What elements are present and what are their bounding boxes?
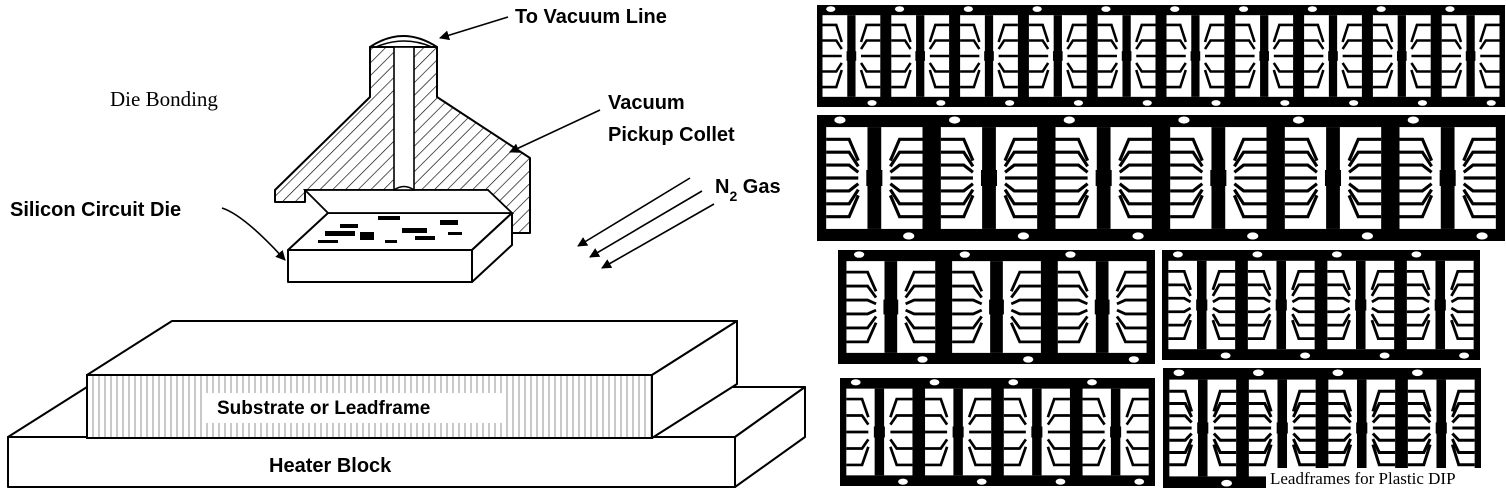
leadframe-unit (1055, 116, 1152, 240)
leadframe-strip (1162, 250, 1480, 360)
die-bonding-diagram: Die Bonding To Vacuum Line Vacuum Pickup… (7, 6, 806, 488)
leadframe-unit (846, 379, 913, 485)
diagram-title: Die Bonding (110, 87, 218, 111)
leadframe-unit (952, 251, 1041, 363)
leadframe-unit (1247, 251, 1315, 359)
vacuum-line-arrow (439, 16, 509, 41)
die-circuit-pattern (318, 216, 462, 243)
leadframe-unit (1168, 251, 1236, 359)
leadframe-strip (838, 250, 1155, 364)
leadframe-photo (817, 5, 1505, 490)
collet-label-line2: Pickup Collet (608, 124, 735, 146)
gas-flow-arrows (577, 177, 715, 269)
leadframe-unit (1248, 369, 1316, 487)
heater-label: Heater Block (269, 455, 392, 477)
leadframe-unit (1166, 6, 1225, 106)
leadframe-unit (1304, 6, 1362, 106)
caption-backing (1266, 468, 1504, 490)
leadframe-unit (1441, 6, 1500, 106)
leadframe-unit (1097, 6, 1156, 106)
leadframe-unit (1407, 369, 1475, 487)
leadframe-unit (891, 6, 950, 106)
leadframe-unit (1170, 116, 1267, 240)
substrate-slab (86, 320, 738, 439)
leadframe-unit (940, 116, 1038, 240)
leadframe-unit (822, 6, 881, 106)
leadframe-unit (1328, 369, 1396, 487)
collet-label-line1: Vacuum (608, 92, 685, 114)
leadframe-unit (1082, 379, 1149, 485)
leadframe-unit (1284, 116, 1382, 240)
leadframe-unit (1028, 6, 1087, 106)
leadframe-unit (826, 116, 923, 240)
leadframe-unit (1057, 251, 1147, 363)
leadframe-unit (1327, 251, 1395, 359)
leadframe-unit (1003, 379, 1070, 485)
leadframe-unit (1235, 6, 1294, 106)
leadframe-strip (840, 378, 1155, 486)
collet-arrow (509, 109, 601, 153)
leadframe-unit (846, 251, 936, 363)
leadframe-caption: Leadframes for Plastic DIP (1270, 469, 1456, 488)
leadframe-unit (925, 379, 992, 485)
vacuum-line-label: To Vacuum Line (515, 6, 667, 28)
leadframe-strip (817, 5, 1505, 107)
leadframe-unit (1406, 251, 1474, 359)
die-leader-arrow (221, 207, 286, 261)
leadframe-unit (1372, 6, 1431, 106)
die-label: Silicon Circuit Die (10, 199, 181, 221)
leadframe-unit (1399, 116, 1496, 240)
vacuum-pickup-collet (274, 35, 531, 234)
substrate-label: Substrate or Leadframe (217, 398, 430, 419)
gas-label: N2 Gas (715, 176, 781, 204)
leadframe-unit (1169, 369, 1237, 487)
leadframe-strip (817, 115, 1505, 241)
silicon-die (287, 212, 513, 283)
leadframe-unit (960, 6, 1018, 106)
